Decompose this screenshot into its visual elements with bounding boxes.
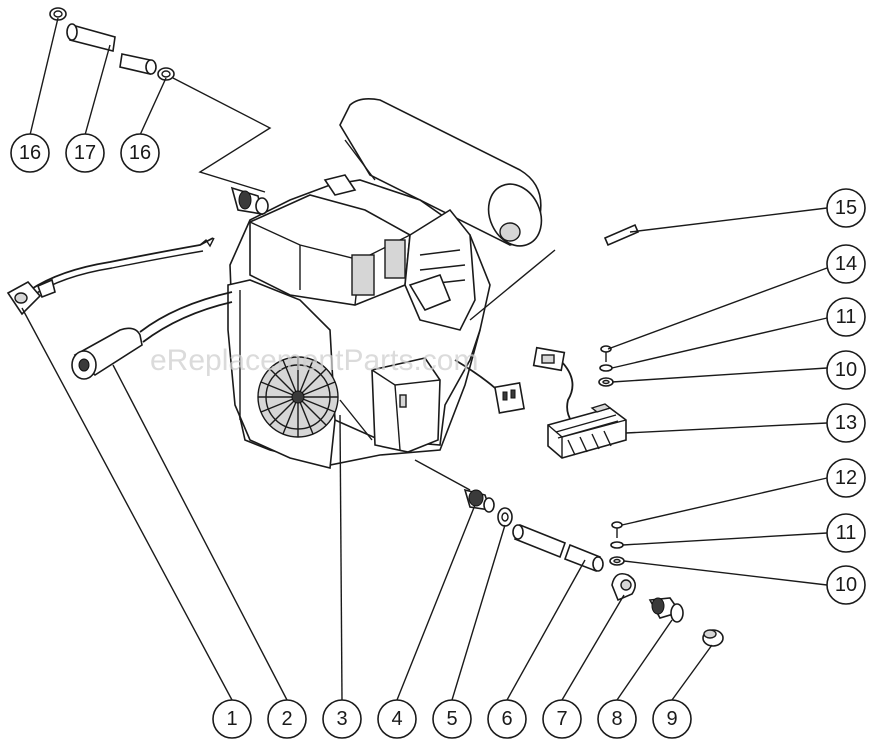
muffler <box>339 98 543 247</box>
callout-label: 7 <box>556 708 567 730</box>
screw-part-12 <box>611 521 623 538</box>
engine-block <box>227 174 491 469</box>
callout-label: 15 <box>835 197 857 219</box>
callout-label: 12 <box>835 467 857 489</box>
callout-5: 5 <box>432 699 472 739</box>
callout-7: 7 <box>542 699 582 739</box>
voltage-regulator-part-13 <box>547 403 627 459</box>
callout-2: 2 <box>267 699 307 739</box>
callout-label: 14 <box>835 253 857 275</box>
callout-label: 10 <box>835 359 857 381</box>
spark-plug-cable-part-1 <box>6 237 215 316</box>
callout-13: 13 <box>826 403 866 443</box>
callout-label: 17 <box>74 142 96 164</box>
callout-label: 3 <box>336 708 347 730</box>
washer-part-11-upper <box>599 364 613 372</box>
callout-16-top-left: 16 <box>10 133 50 173</box>
clip-part-7 <box>611 572 636 602</box>
washer-part-10-lower <box>609 556 625 566</box>
screw-part-14 <box>600 345 612 362</box>
callout-17: 17 <box>65 133 105 173</box>
callout-10-upper: 10 <box>826 350 866 390</box>
callout-label: 2 <box>281 708 292 730</box>
callout-3: 3 <box>322 699 362 739</box>
callout-15: 15 <box>826 188 866 228</box>
cap-part-9 <box>702 629 724 647</box>
callout-9: 9 <box>652 699 692 739</box>
callout-label: 10 <box>835 574 857 596</box>
hose-clamp-part-16-right <box>157 67 175 81</box>
callout-14: 14 <box>826 244 866 284</box>
callout-label: 1 <box>226 708 237 730</box>
washer-part-11-lower <box>610 541 624 549</box>
leader-lines <box>21 17 828 701</box>
fuel-line-part-6 <box>512 523 604 573</box>
callout-11-upper: 11 <box>826 297 866 337</box>
callout-label: 9 <box>666 708 677 730</box>
callout-label: 11 <box>836 522 857 544</box>
callout-4: 4 <box>377 699 417 739</box>
callout-label: 16 <box>19 142 41 164</box>
callout-label: 6 <box>501 708 512 730</box>
callout-6: 6 <box>487 699 527 739</box>
spark-plug-lead-part-2 <box>71 291 233 380</box>
callout-label: 16 <box>129 142 151 164</box>
fuel-hose-part-17 <box>66 23 157 76</box>
clamp-part-5 <box>497 507 513 527</box>
callout-label: 8 <box>611 708 622 730</box>
watermark: eReplacementParts.com <box>150 344 478 377</box>
wiring-harness <box>454 346 574 423</box>
callout-label: 4 <box>391 708 402 730</box>
callout-8: 8 <box>597 699 637 739</box>
callout-label: 11 <box>836 306 857 328</box>
callout-10-lower: 10 <box>826 565 866 605</box>
callout-label: 5 <box>446 708 457 730</box>
washer-part-10-upper <box>598 377 614 387</box>
callout-label: 13 <box>835 412 857 434</box>
engine-assembly <box>227 98 543 469</box>
callout-11-lower: 11 <box>826 513 866 553</box>
pin-part-15 <box>603 223 640 247</box>
fitting-part-4 <box>463 488 495 513</box>
fuel-inlet-fitting <box>230 186 269 215</box>
fitting-part-8 <box>648 597 684 623</box>
callout-1: 1 <box>212 699 252 739</box>
callout-12: 12 <box>826 458 866 498</box>
callout-16-top-right: 16 <box>120 133 160 173</box>
